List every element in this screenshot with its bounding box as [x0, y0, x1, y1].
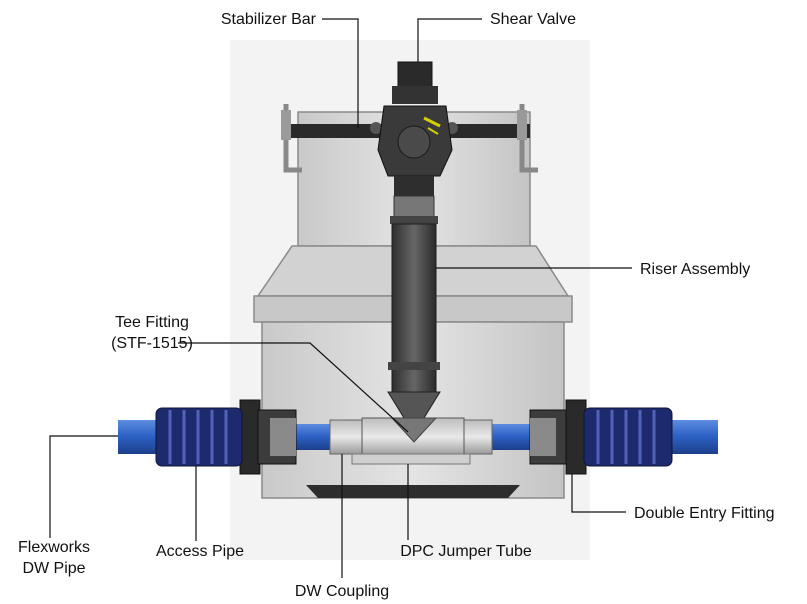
- shear-valve: [377, 61, 453, 196]
- leader-flexworks: [49, 435, 118, 538]
- label-access-pipe: Access Pipe: [156, 543, 244, 560]
- leader-lines: [49, 18, 632, 578]
- leader-stabilizer-bar: [322, 18, 359, 128]
- label-flexworks-2: DW Pipe: [22, 560, 85, 577]
- label-dpc-jumper-tube: DPC Jumper Tube: [400, 543, 532, 560]
- label-dw-coupling: DW Coupling: [295, 583, 389, 600]
- leader-double-entry: [571, 474, 626, 513]
- riser-assembly: [387, 195, 441, 419]
- label-tee-fitting-2: (STF-1515): [111, 335, 193, 352]
- right-access-boot: [583, 407, 673, 467]
- label-double-entry-fitting: Double Entry Fitting: [634, 505, 775, 522]
- pipe-run: [118, 417, 718, 465]
- labels: Stabilizer Bar Shear Valve Riser Assembl…: [18, 11, 775, 600]
- left-entry-fitting: [239, 399, 297, 475]
- label-stabilizer-bar: Stabilizer Bar: [221, 11, 317, 28]
- right-entry-fitting: [529, 399, 587, 475]
- left-access-boot: [155, 407, 243, 467]
- label-tee-fitting-1: Tee Fitting: [115, 314, 189, 331]
- leader-tee-fitting: [178, 342, 409, 433]
- label-riser-assembly: Riser Assembly: [640, 261, 750, 278]
- label-flexworks-1: Flexworks: [18, 539, 90, 556]
- leader-shear-valve: [417, 18, 482, 62]
- label-shear-valve: Shear Valve: [490, 11, 576, 28]
